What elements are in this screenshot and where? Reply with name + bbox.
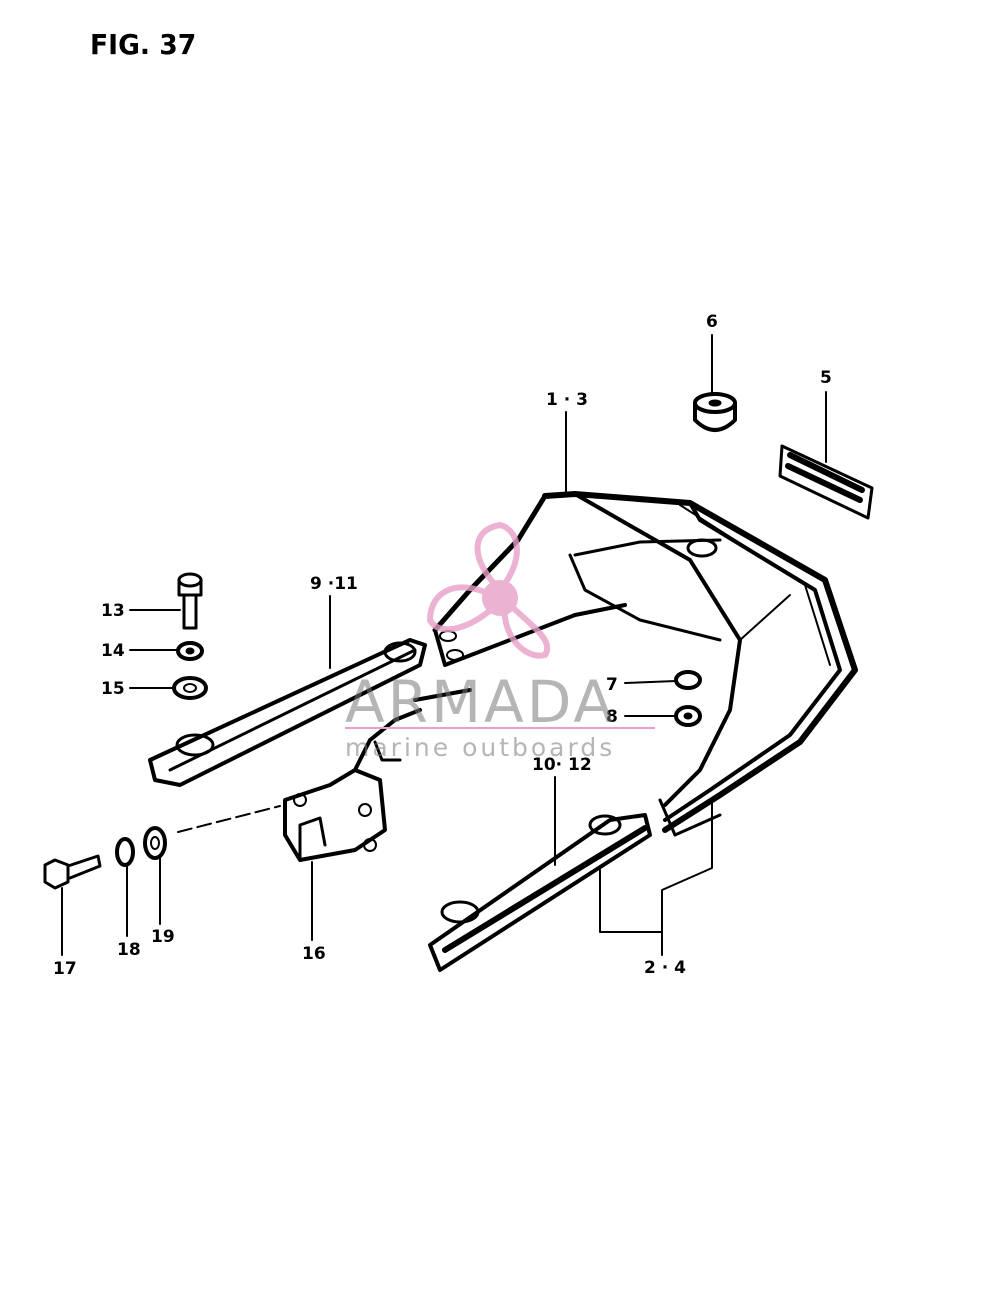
callout-19: 19 bbox=[151, 927, 175, 947]
rear-bracket-part bbox=[428, 813, 652, 972]
figure-title: FIG. 37 bbox=[90, 28, 197, 61]
callout-15: 15 bbox=[101, 679, 125, 699]
callout-13: 13 bbox=[101, 601, 125, 621]
watermark-brand: ARMADA bbox=[345, 668, 617, 736]
nut-7-part bbox=[674, 670, 702, 690]
callout-8: 8 bbox=[606, 707, 618, 727]
bolt-13-part bbox=[177, 572, 203, 630]
propeller-logo-icon bbox=[426, 521, 551, 659]
nut-8-part bbox=[674, 705, 702, 727]
callout-10-12: 10· 12 bbox=[532, 755, 592, 775]
leader-lines bbox=[61, 334, 827, 956]
emblem-part bbox=[778, 444, 874, 520]
callout-14: 14 bbox=[101, 641, 125, 661]
lock-washer-18-part bbox=[115, 837, 135, 867]
washer-19-part bbox=[143, 826, 167, 860]
grommet-part bbox=[693, 392, 737, 432]
bolt-17-part bbox=[43, 854, 102, 890]
callout-17: 17 bbox=[53, 959, 77, 979]
callout-16: 16 bbox=[302, 944, 326, 964]
callout-9-11: 9 ·11 bbox=[310, 574, 358, 594]
callout-5: 5 bbox=[820, 368, 832, 388]
lock-lever-part bbox=[283, 688, 472, 862]
callout-1-3: 1 · 3 bbox=[546, 390, 588, 410]
callout-18: 18 bbox=[117, 940, 141, 960]
watermark-tagline: marine outboards bbox=[345, 733, 616, 762]
callout-6: 6 bbox=[706, 312, 718, 332]
bottom-cowl-part bbox=[432, 491, 858, 837]
callout-2-4: 2 · 4 bbox=[644, 958, 686, 978]
callout-7: 7 bbox=[606, 675, 618, 695]
front-bracket-part bbox=[148, 638, 427, 787]
washer-14-part bbox=[176, 641, 204, 661]
washer-15-part bbox=[172, 676, 208, 700]
